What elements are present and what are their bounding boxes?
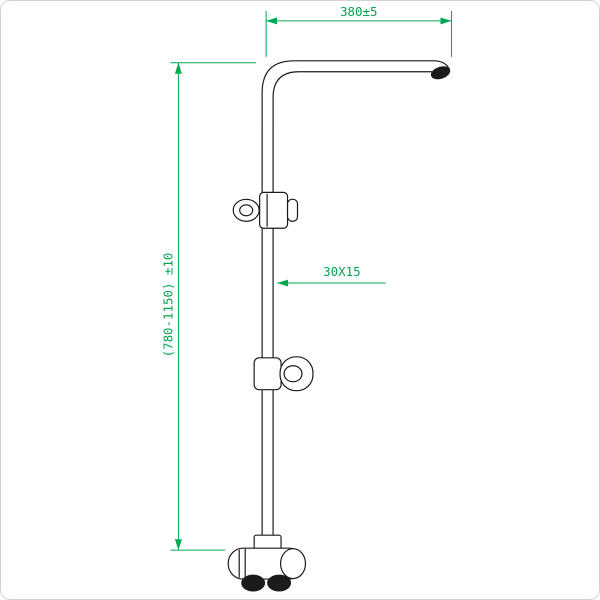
top-dim-arrow-right bbox=[440, 17, 452, 25]
solid-parts bbox=[241, 66, 451, 592]
diverter-collar bbox=[253, 534, 282, 550]
top-dim-arrow-left bbox=[266, 17, 278, 25]
dimension-annotations: 380±5 (780-1150) ±10 30X15 bbox=[160, 4, 452, 551]
height-range-dimension-label: (780-1150) ±10 bbox=[160, 253, 175, 358]
section-leader-arrow bbox=[277, 279, 289, 287]
slider-bracket bbox=[232, 191, 299, 229]
dimension-labels: 380±5 (780-1150) ±10 30X15 bbox=[160, 4, 377, 357]
diverter-right-cap bbox=[279, 548, 307, 580]
diverter-knob-left bbox=[241, 574, 266, 592]
top-width-dimension-label: 380±5 bbox=[340, 4, 377, 19]
holder-clamp bbox=[253, 357, 282, 391]
pipe-inner-line bbox=[272, 71, 433, 543]
height-dim-arrow-bottom bbox=[174, 539, 182, 551]
slider-knob-inner bbox=[239, 204, 254, 217]
shower-head-connector-tip bbox=[430, 66, 451, 80]
slider-body bbox=[259, 191, 289, 229]
bottom-diverter bbox=[227, 534, 307, 580]
dimension-lines bbox=[170, 10, 452, 551]
pipe-outer-line bbox=[261, 60, 451, 543]
drawing-geometry bbox=[227, 60, 451, 580]
riser-pipe-and-arm bbox=[261, 60, 451, 543]
height-dim-arrow-top bbox=[174, 62, 182, 74]
diverter-knob-right bbox=[267, 574, 292, 592]
dimension-arrowheads bbox=[174, 17, 452, 551]
profile-section-label: 30X15 bbox=[323, 264, 360, 279]
slider-side-lug bbox=[286, 198, 299, 222]
handset-holder bbox=[253, 356, 314, 392]
holder-cup-inner bbox=[283, 365, 303, 383]
